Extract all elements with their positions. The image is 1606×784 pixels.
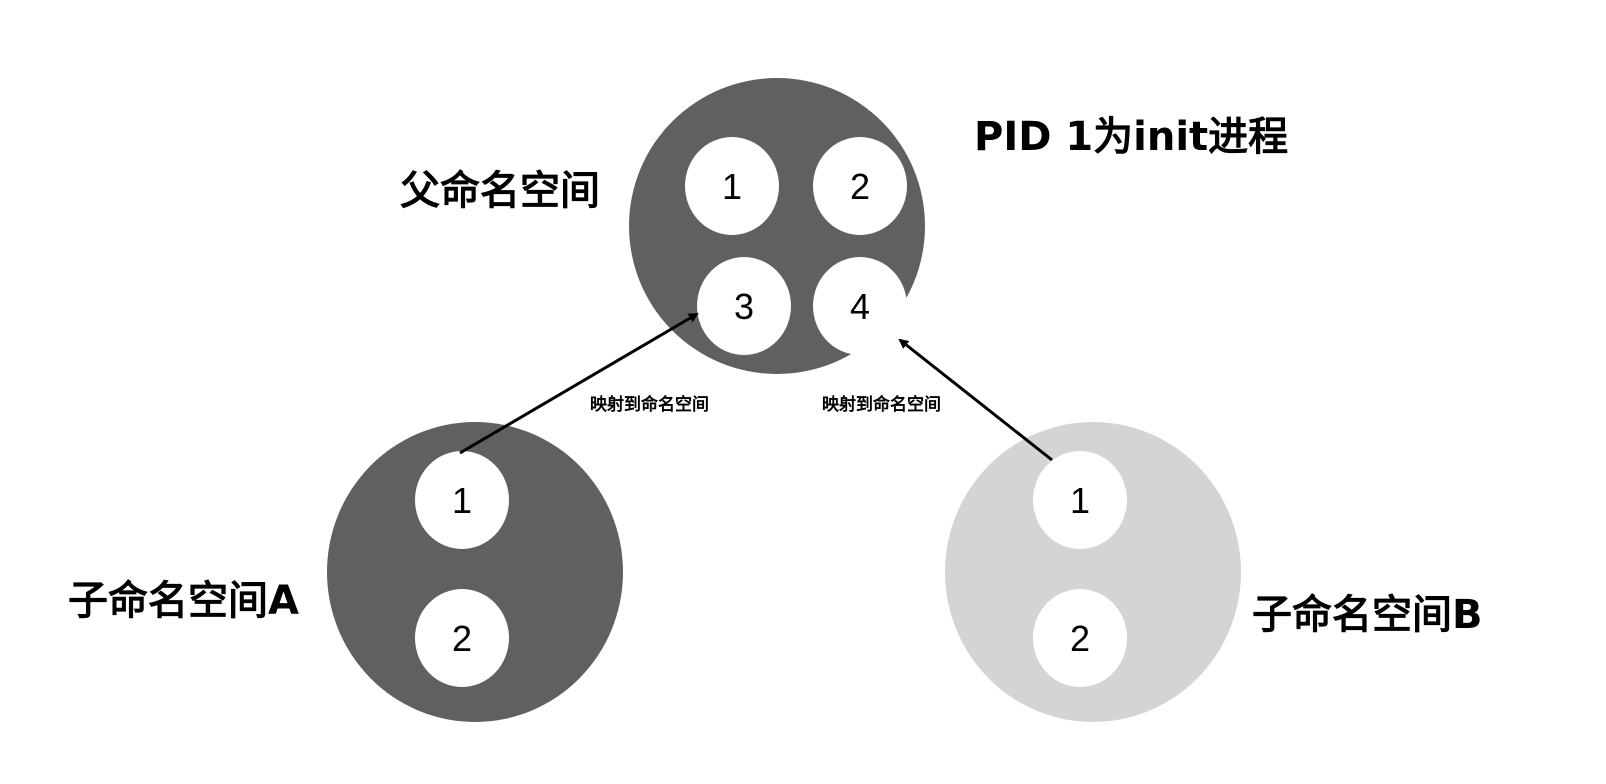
- child-b-label: 子命名空间B: [1252, 592, 1483, 638]
- edge-label-b: 映射到命名空间: [822, 395, 941, 415]
- child-b-process-1: 1: [1033, 451, 1127, 549]
- parent-process-3: 3: [697, 257, 791, 355]
- child-a-process-1: 1: [415, 451, 509, 549]
- edge-label-a: 映射到命名空间: [590, 395, 709, 415]
- parent-process-4-label: 4: [850, 286, 870, 327]
- child-b-process-2: 2: [1033, 589, 1127, 687]
- parent-process-2: 2: [813, 137, 907, 235]
- arrow-child-a-to-parent: [459, 312, 699, 455]
- child-b-circle: [945, 422, 1241, 722]
- parent-process-2-label: 2: [850, 166, 870, 207]
- arrow-child-b-to-parent: [898, 338, 1053, 462]
- parent-process-1-label: 1: [722, 166, 742, 207]
- child-a-process-2-label: 2: [452, 618, 472, 659]
- child-a-label: 子命名空间A: [68, 578, 299, 624]
- child-a-process-1-label: 1: [452, 480, 472, 521]
- parent-namespace: 1 2 3 4: [629, 78, 925, 374]
- child-namespace-a: 1 2: [327, 422, 623, 722]
- child-namespace-b: 1 2: [945, 422, 1241, 722]
- child-b-process-2-label: 2: [1070, 618, 1090, 659]
- parent-process-3-label: 3: [734, 286, 754, 327]
- child-a-circle: [327, 422, 623, 722]
- parent-process-1: 1: [685, 137, 779, 235]
- child-b-process-1-label: 1: [1070, 480, 1090, 521]
- parent-process-4: 4: [813, 257, 907, 355]
- parent-namespace-label: 父命名空间: [400, 168, 600, 214]
- init-process-note: PID 1为init进程: [974, 114, 1289, 160]
- child-a-process-2: 2: [415, 589, 509, 687]
